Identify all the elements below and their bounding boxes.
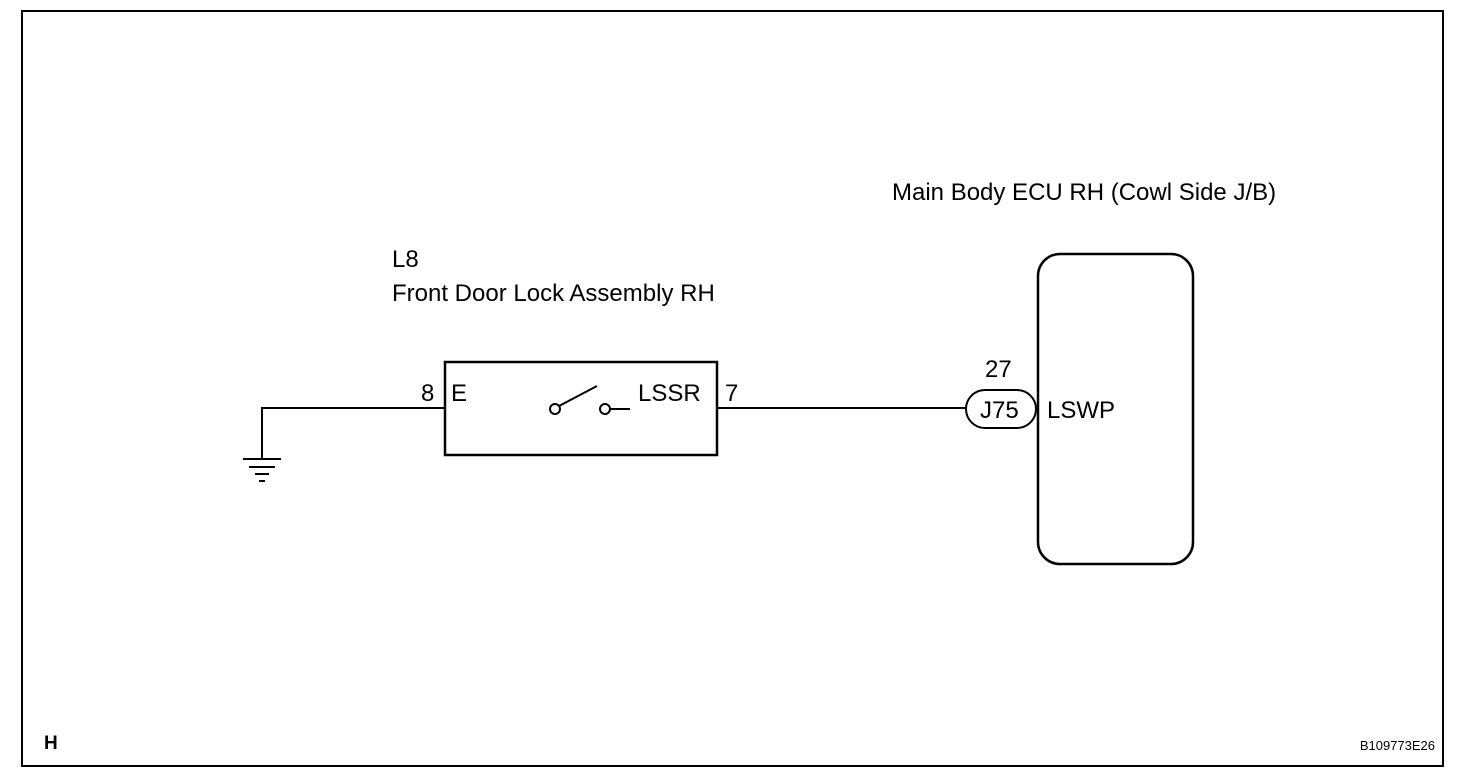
- ecu-connector-id: J75: [980, 397, 1019, 424]
- figure-code: B109773E26: [1360, 738, 1435, 753]
- door-lock-connector-id: L8: [392, 246, 419, 273]
- j75-connector-capsule: [965, 389, 1037, 429]
- ecu-title: Main Body ECU RH (Cowl Side J/B): [892, 179, 1276, 206]
- door-lock-left-terminal-label: E: [451, 380, 467, 407]
- ground-symbol-icon: [243, 408, 281, 482]
- diagram-frame: [21, 10, 1444, 767]
- switch-icon: [549, 385, 630, 415]
- ecu-pin-number: 27: [985, 356, 1012, 383]
- door-lock-assembly-box: [443, 360, 719, 457]
- door-lock-right-pin-number: 7: [725, 380, 738, 407]
- ecu-terminal-label: LSWP: [1047, 397, 1115, 424]
- door-lock-title: Front Door Lock Assembly RH: [392, 280, 715, 307]
- section-letter: H: [44, 733, 58, 754]
- door-lock-left-pin-number: 8: [421, 380, 434, 407]
- ecu-box: [1036, 252, 1195, 566]
- door-lock-right-terminal-label: LSSR: [638, 380, 701, 407]
